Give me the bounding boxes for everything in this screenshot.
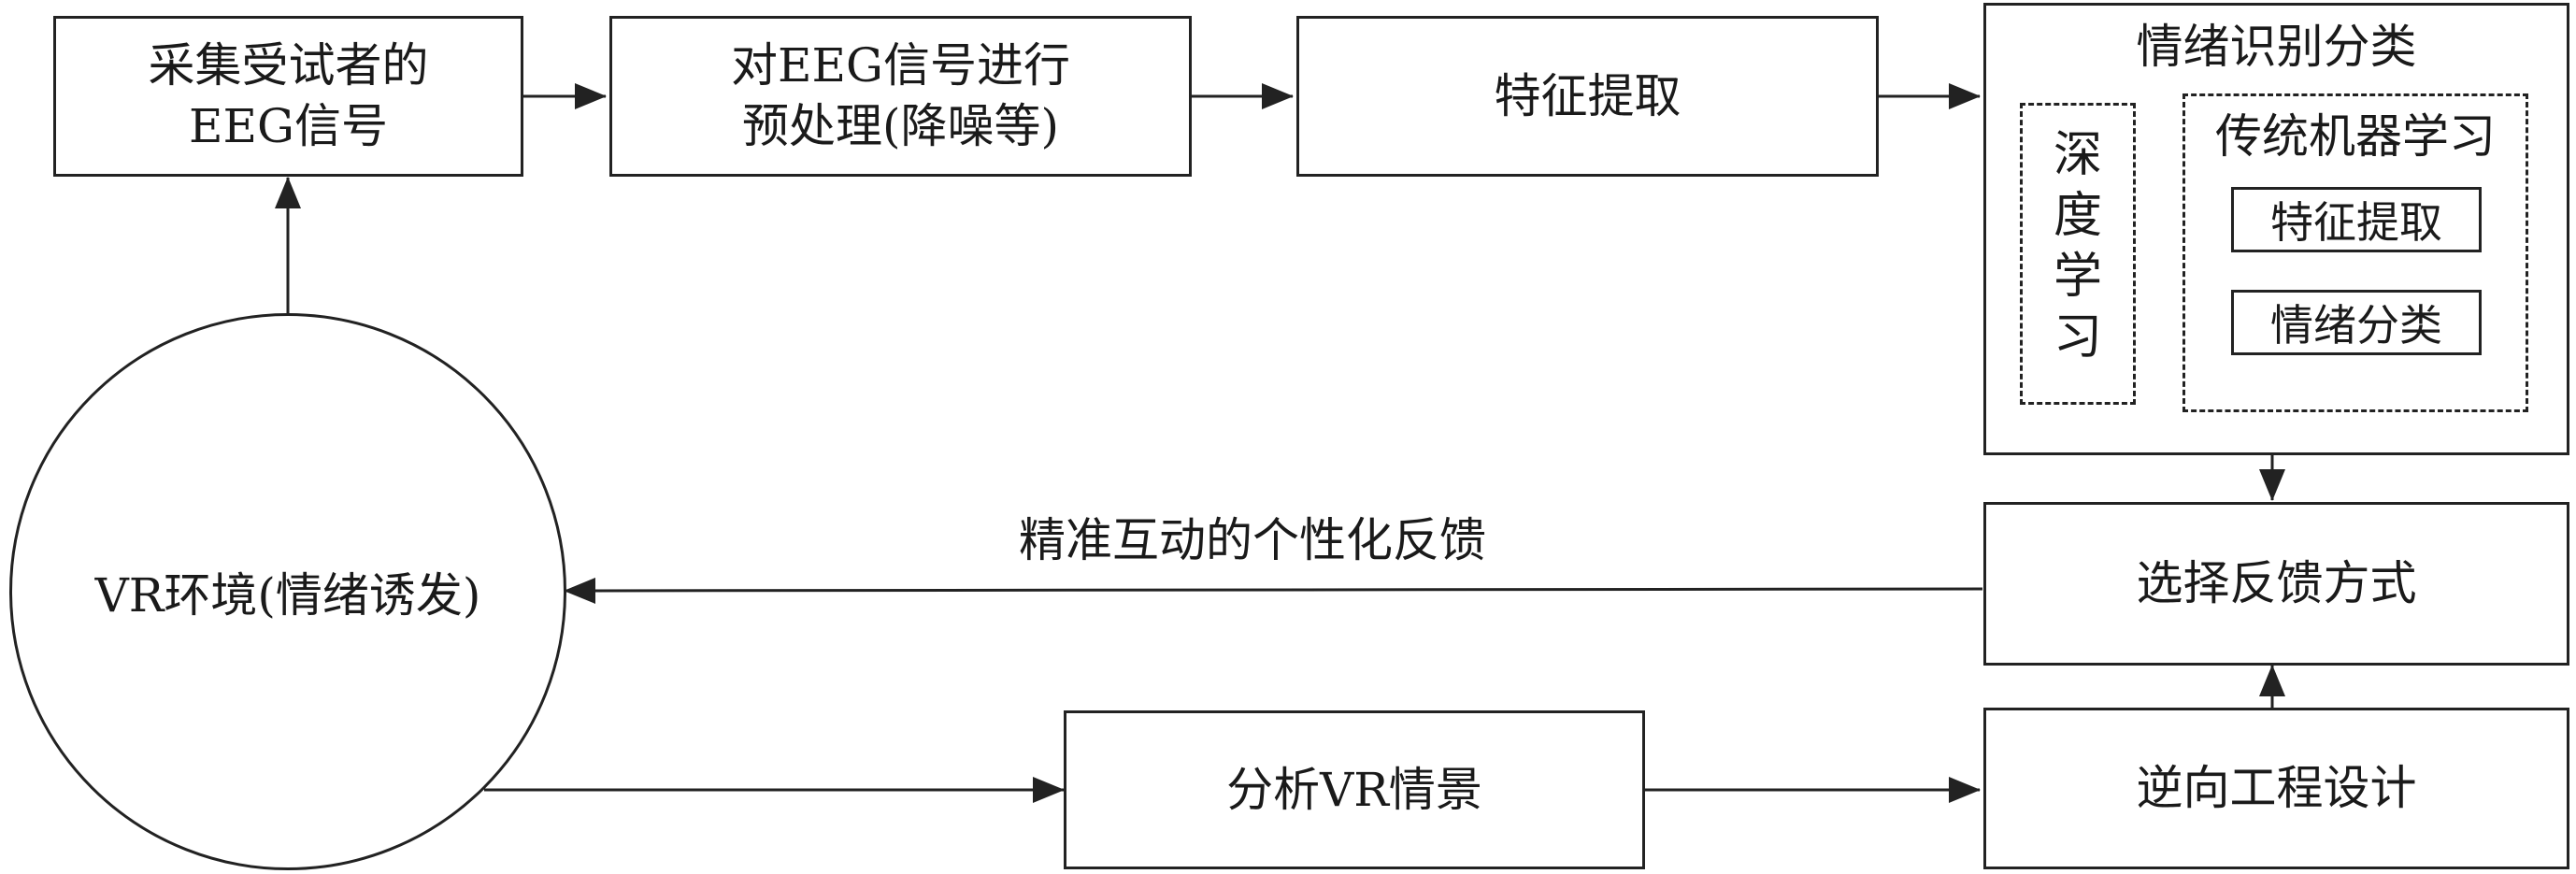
select-feedback-label: 选择反馈方式 xyxy=(2136,556,2417,610)
inner-feature-extraction-box: 特征提取 xyxy=(2231,187,2482,252)
reverse-engineering-label: 逆向工程设计 xyxy=(2136,761,2417,815)
select-feedback-node: 选择反馈方式 xyxy=(1983,502,2569,666)
deep-learning-group xyxy=(2020,103,2136,405)
arrow-feedback-to-vr xyxy=(564,577,1983,604)
analyze-vr-node: 分析VR情景 xyxy=(1064,710,1645,869)
feature-extraction-label: 特征提取 xyxy=(1494,68,1682,123)
preprocess-node: 对EEG信号进行 预处理(降噪等) xyxy=(609,16,1192,177)
feature-extraction-node: 特征提取 xyxy=(1296,16,1879,177)
vr-environment-node: VR环境(情绪诱发) xyxy=(9,313,566,870)
inner-emotion-classify-box: 情绪分类 xyxy=(2231,290,2482,355)
preprocess-label: 对EEG信号进行 预处理(降噪等) xyxy=(731,38,1070,153)
emotion-classification-title: 情绪识别分类 xyxy=(2136,20,2417,74)
analyze-vr-label: 分析VR情景 xyxy=(1226,762,1482,817)
traditional-ml-label: 传统机器学习 xyxy=(2215,109,2496,164)
reverse-engineering-node: 逆向工程设计 xyxy=(1983,708,2569,869)
inner-emotion-classify-label: 情绪分类 xyxy=(2270,300,2442,351)
inner-feature-extraction-label: 特征提取 xyxy=(2270,197,2442,248)
vr-environment-label: VR环境(情绪诱发) xyxy=(94,568,481,623)
traditional-ml-group xyxy=(2182,93,2528,412)
collect-eeg-label: 采集受试者的 EEG信号 xyxy=(148,38,429,153)
feedback-edge-label: 精准互动的个性化反馈 xyxy=(1019,513,1486,567)
deep-learning-label: 深 度 学 习 xyxy=(2053,127,2102,365)
collect-eeg-node: 采集受试者的 EEG信号 xyxy=(53,16,523,177)
